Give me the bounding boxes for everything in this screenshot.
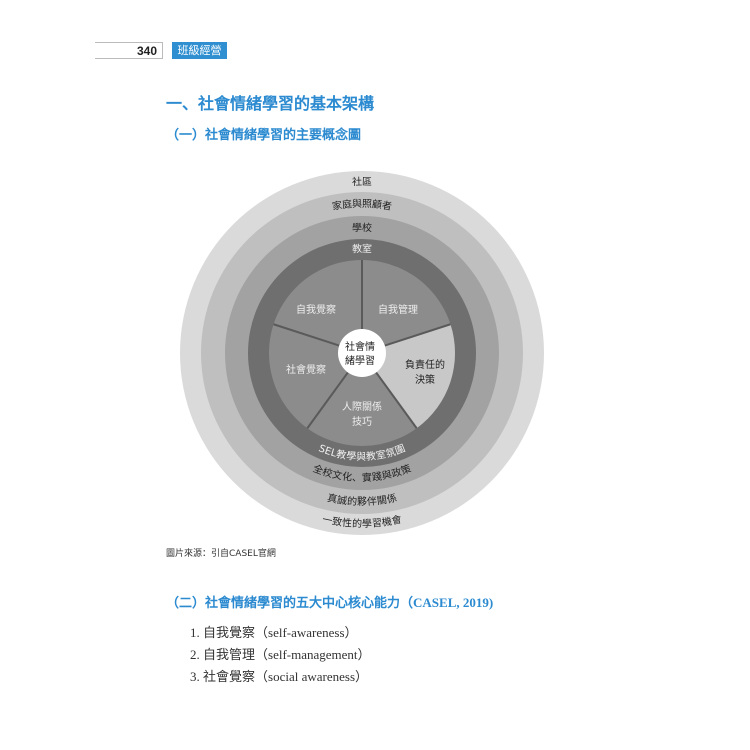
list-zh: 社會覺察 [203,669,256,684]
slice-divider [273,323,340,347]
slice-label-relationship-2: 技巧 [352,415,372,428]
list-number: 2. [190,647,200,662]
slice-label-decision-2: 決策 [415,373,435,386]
list-item: 1. 自我覺察（self-awareness） [190,622,371,644]
slice-label-decision-1: 負責任的 [405,358,445,371]
center-label-1: 社會情 [345,340,375,353]
slice-label-relationship-1: 人際關係 [342,401,382,413]
section-title: 一、社會情緒學習的基本架構 [166,94,375,113]
list-zh: 自我覺察 [203,625,256,640]
list-number: 1. [190,625,200,640]
list-item: 2. 自我管理（self-management） [190,644,371,666]
slice-label-self-management: 自我管理 [378,303,418,316]
slice-label-self-awareness: 自我覺察 [296,303,336,316]
slice-divider [375,371,418,429]
ring-label-family: 家庭與照顧者 [331,197,393,213]
slice-divider [306,371,349,429]
list-en: （self-awareness） [255,625,358,640]
list-en: （self-management） [255,647,371,662]
chapter-label: 班級經營 [172,42,227,59]
center-circle [338,329,386,377]
sel-framework-diagram: 社區 家庭與照顧者 學校 教室 SEL教學與教室氛圍 全校文化、實踐與政策 真誠… [180,171,544,535]
page-number: 340 [95,42,163,59]
ring-label-classroom: 教室 [352,242,372,255]
competency-list: 1. 自我覺察（self-awareness） 2. 自我管理（self-man… [190,622,371,688]
slice-divider [384,323,451,347]
list-zh: 自我管理 [203,647,256,662]
subsection-title-2: （二）社會情緒學習的五大中心核心能力（CASEL, 2019) [166,592,493,611]
center-label-2: 緒學習 [345,354,375,367]
list-item: 3. 社會覺察（social awareness） [190,666,371,688]
list-number: 3. [190,669,200,684]
ring-label-community: 社區 [352,175,372,188]
ring-label-school: 學校 [352,221,372,234]
figure-caption: 圖片來源：引自CASEL官網 [166,549,276,559]
slice-label-social-awareness: 社會覺察 [286,363,326,376]
list-en: （social awareness） [255,669,369,684]
subsection-title-1: （一）社會情緒學習的主要概念圖 [166,128,362,143]
subsection-title-2-zh: （二）社會情緒學習的五大中心核心能力 [166,596,401,611]
subsection-title-2-citation: （CASEL, 2019) [400,595,494,610]
